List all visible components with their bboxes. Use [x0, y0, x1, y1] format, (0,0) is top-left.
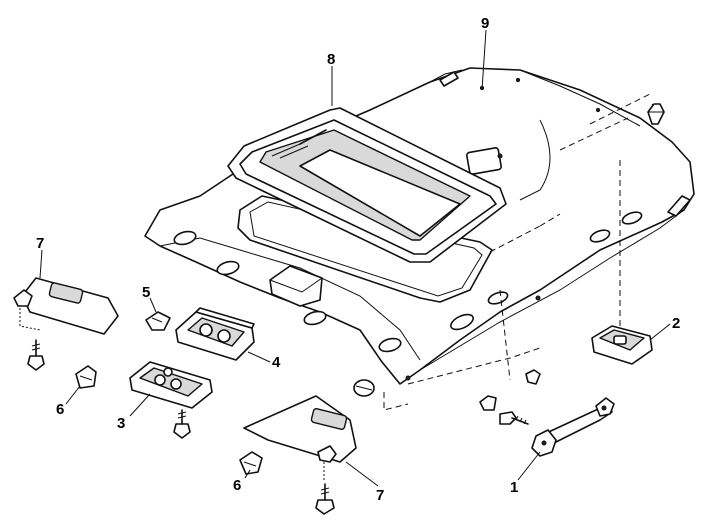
callout-1: 1 [510, 479, 518, 496]
callout-4: 4 [272, 354, 281, 371]
leader-lines [39, 29, 671, 487]
callout-9: 9 [481, 15, 489, 32]
clip-part-5 [145, 311, 171, 331]
visor-clip-part-6-left [75, 365, 97, 389]
callout-7-right: 7 [376, 487, 384, 504]
callout-2: 2 [672, 315, 680, 332]
callout-7-left: 7 [36, 235, 44, 252]
callout-3: 3 [117, 415, 125, 432]
callout-8: 8 [327, 51, 335, 68]
clip-top-right [647, 103, 665, 125]
clip-bottom [353, 379, 375, 397]
callout-5: 5 [142, 284, 150, 301]
callout-6-left: 6 [56, 401, 64, 418]
sun-visor-left-part-7 [13, 277, 119, 371]
visor-clip-part-6-right [239, 451, 263, 475]
overhead-console-part-4 [175, 307, 255, 361]
callout-6-right: 6 [233, 477, 241, 494]
sun-visor-right-part-7 [243, 395, 357, 515]
map-light-part-2 [591, 325, 653, 365]
callout-labels: 9 8 7 5 4 3 6 2 1 6 7 [36, 15, 680, 504]
assist-grip-part-1 [479, 369, 615, 457]
sunroof-frame-part-8 [227, 107, 507, 263]
assembly-guide-lines [383, 93, 657, 411]
console-part-3 [129, 361, 213, 439]
